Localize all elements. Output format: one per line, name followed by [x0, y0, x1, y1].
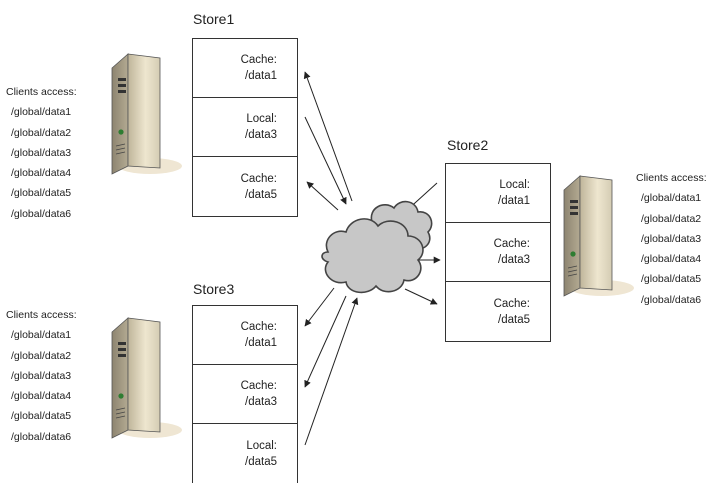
- client-path: /global/data1: [641, 192, 702, 205]
- arrow-store3-cache-data3: [304, 295, 347, 388]
- store1-box: Cache: /data1 Local: /data3 Cache: /data…: [192, 38, 298, 217]
- client-path: /global/data6: [11, 430, 72, 443]
- cell-type: Cache:: [240, 172, 277, 185]
- cell-type: Local:: [246, 113, 277, 125]
- arrow-store2-cache-data5: [404, 288, 438, 305]
- store2-cell-1: Local: /data1: [446, 164, 550, 223]
- store1-title: Store1: [193, 11, 235, 27]
- cell-path: /data5: [498, 313, 530, 326]
- client-path: /global/data3: [641, 232, 702, 245]
- client-path: /global/data4: [11, 167, 72, 180]
- store3-box: Cache: /data1 Cache: /data3 Local: /data…: [192, 305, 298, 483]
- cell-type: Local:: [246, 439, 277, 452]
- cell-type: Cache:: [493, 238, 530, 250]
- server-tower-icon: [563, 175, 634, 297]
- store2-cell-3: Cache: /data5: [446, 282, 550, 341]
- arrow-store1-local-data3: [304, 116, 347, 205]
- store1-cell-3: Cache: /data5: [193, 157, 297, 216]
- arrow-store3-local-data5: [304, 297, 359, 446]
- cell-path: /data1: [498, 195, 530, 207]
- client-path: /global/data4: [11, 390, 72, 403]
- client-path: /global/data6: [641, 293, 702, 306]
- client-path: /global/data5: [641, 273, 702, 286]
- cell-type: Cache:: [240, 321, 277, 333]
- store2-cell-2: Cache: /data3: [446, 223, 550, 282]
- client-path: /global/data2: [11, 349, 72, 362]
- cell-path: /data5: [245, 455, 277, 468]
- cell-path: /data3: [498, 254, 530, 266]
- client-path: /global/data4: [641, 253, 702, 266]
- store1-clients-list: Clients access: /global/data1 /global/da…: [6, 82, 77, 224]
- server-tower-icon: [111, 53, 182, 175]
- store3-cell-1: Cache: /data1: [193, 306, 297, 365]
- client-path: /global/data5: [11, 187, 72, 200]
- cell-path: /data1: [245, 337, 277, 349]
- cell-path: /data3: [245, 129, 277, 141]
- store2-title: Store2: [447, 137, 489, 153]
- arrow-store1-cache-data1: [303, 71, 353, 202]
- clients-heading: Clients access:: [6, 86, 77, 98]
- clients-heading: Clients access:: [6, 309, 77, 321]
- client-path: /global/data1: [11, 329, 72, 342]
- cell-path: /data1: [245, 70, 277, 82]
- store1-cell-2: Local: /data3: [193, 98, 297, 157]
- cell-path: /data3: [245, 396, 277, 408]
- arrow-store3-cache-data1: [304, 287, 335, 327]
- store3-title: Store3: [193, 281, 235, 297]
- store1-cell-1: Cache: /data1: [193, 39, 297, 98]
- server-tower-icon: [111, 317, 182, 439]
- client-path: /global/data3: [11, 146, 72, 159]
- client-path: /global/data1: [11, 106, 72, 119]
- store3-cell-2: Cache: /data3: [193, 365, 297, 424]
- store2-box: Local: /data1 Cache: /data3 Cache: /data…: [445, 163, 551, 342]
- store3-clients-list: Clients access: /global/data1 /global/da…: [6, 305, 77, 447]
- cell-type: Cache:: [493, 297, 530, 310]
- client-path: /global/data2: [11, 126, 72, 139]
- cell-type: Cache:: [240, 54, 277, 66]
- cell-type: Cache:: [240, 380, 277, 392]
- clients-heading: Clients access:: [636, 172, 707, 184]
- arrow-store1-cache-data5: [306, 181, 339, 211]
- client-path: /global/data3: [11, 369, 72, 382]
- client-path: /global/data5: [11, 410, 72, 423]
- client-path: /global/data2: [641, 212, 702, 225]
- cell-path: /data5: [245, 188, 277, 201]
- store3-cell-3: Local: /data5: [193, 424, 297, 483]
- store2-clients-list: Clients access: /global/data1 /global/da…: [636, 168, 707, 310]
- client-path: /global/data6: [11, 207, 72, 220]
- cell-type: Local:: [499, 179, 530, 191]
- network-cloud-icon: [321, 200, 433, 294]
